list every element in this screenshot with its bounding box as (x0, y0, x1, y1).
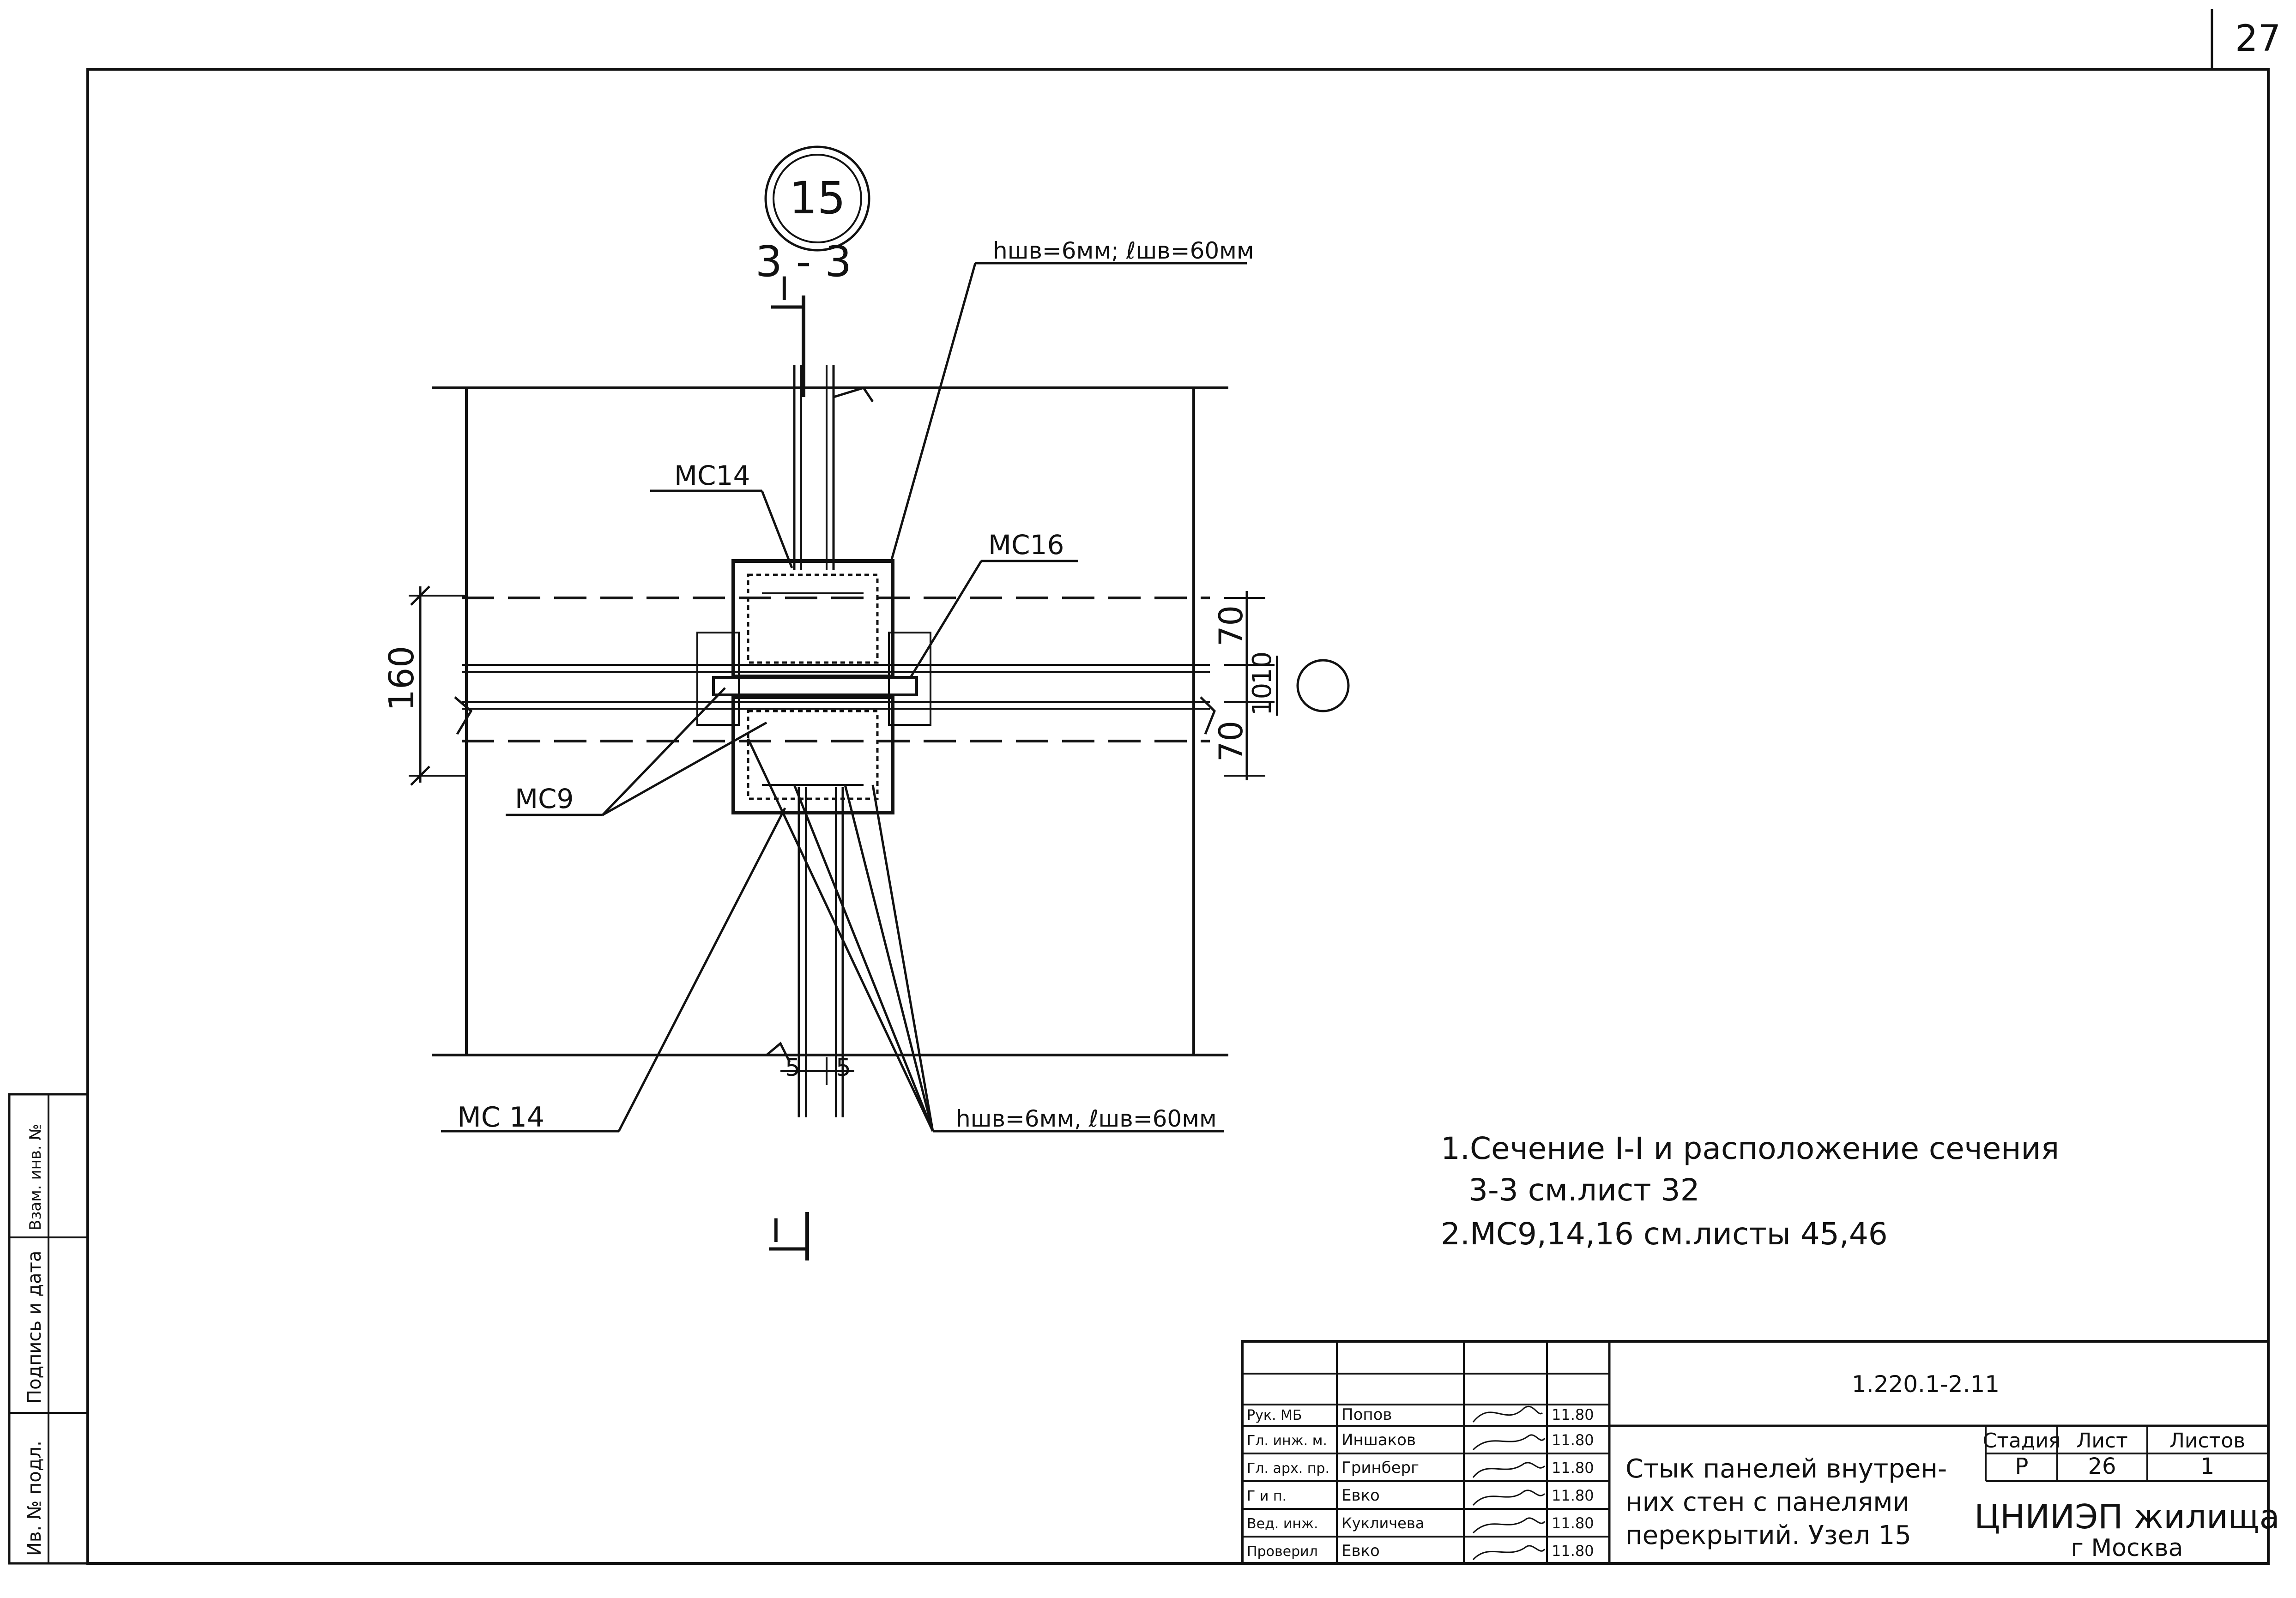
general-notes: 1.Сечение I-I и расположение сечения 3-3… (1441, 1131, 2059, 1252)
node-marker-number: 15 (789, 172, 846, 224)
document-code: 1.220.1-2.11 (1852, 1371, 2000, 1398)
embedded-part-lower (731, 695, 894, 814)
leader-lines (441, 262, 1247, 1133)
sheets-header: Листов (2169, 1429, 2245, 1453)
break-mark-left (454, 696, 473, 735)
organization-city: г Москва (2071, 1534, 2183, 1562)
row-4-role: Г и п. (1247, 1488, 1287, 1504)
stage-header: Стадия (1983, 1429, 2061, 1453)
section-cut-top: I (771, 270, 805, 397)
row-5-role: Вед. инж. (1247, 1516, 1318, 1532)
sheet-frame (86, 9, 2270, 1565)
row-3-name: Гринберг (1341, 1459, 1419, 1477)
connecting-plate (696, 632, 931, 726)
section-label: 3 - 3 (755, 237, 852, 286)
row-3-role: Гл. арх. пр. (1247, 1460, 1329, 1477)
row-2-date: 11.80 (1552, 1431, 1594, 1449)
callout-mc16: МС16 (988, 529, 1064, 561)
row-5-date: 11.80 (1552, 1514, 1594, 1532)
dimension-joint-a: 10 (1247, 651, 1277, 684)
row-4-date: 11.80 (1552, 1487, 1594, 1504)
title-block (1241, 1340, 2270, 1565)
break-mark-right (1200, 696, 1216, 735)
dimension-right: 70 10 10 70 (1212, 591, 1350, 780)
sheet-header: Лист (2076, 1429, 2128, 1453)
callout-weld-top: hшв=6мм; ℓшв=60мм (993, 237, 1254, 264)
dimension-gap-left: 5 (785, 1054, 800, 1082)
row-6-name: Евко (1341, 1542, 1380, 1560)
side-stamp: Ив. № подл. Подпись и дата Взам. инв. № (8, 1093, 89, 1565)
dimension-left: 160 (382, 585, 466, 786)
stamp-replaces-inventory: Взам. инв. № (26, 1124, 45, 1230)
signature-6 (1472, 1545, 1546, 1561)
organization-name: ЦНИИЭП жилища (1974, 1497, 2279, 1536)
row-6-role: Проверил (1247, 1544, 1318, 1560)
callout-mc9: МС9 (515, 783, 574, 814)
dimension-joint-b: 10 (1247, 683, 1277, 716)
callout-mc14-top: МС14 (674, 460, 750, 491)
node-marker: 15 (764, 145, 870, 252)
signature-rows: Рук. МБ Попов 11.80 Гл. инж. м. Иншаков … (1247, 1405, 1594, 1561)
signature-2 (1472, 1434, 1546, 1451)
row-6-date: 11.80 (1552, 1542, 1594, 1560)
stamp-signature-date: Подпись и дата (24, 1251, 45, 1404)
stamp-inventory-number: Ив. № подл. (24, 1441, 45, 1556)
wall-panel (766, 365, 874, 1117)
sheets-value: 1 (2200, 1453, 2215, 1479)
joint-section-drawing (432, 365, 1228, 1117)
stage-value: Р (2015, 1453, 2029, 1479)
embedded-part-upper (731, 559, 894, 678)
callout-weld-bottom: hшв=6мм, ℓшв=60мм (956, 1105, 1217, 1132)
dimension-lower: 70 (1212, 721, 1250, 762)
title-line-2: них стен с панелями (1625, 1487, 1909, 1517)
callout-mc14-bottom: МС 14 (457, 1101, 544, 1134)
dimension-overall: 160 (382, 646, 422, 711)
row-5-name: Кукличева (1341, 1514, 1424, 1532)
sheet-number: 27 (2235, 18, 2281, 60)
row-2-name: Иншаков (1341, 1431, 1416, 1449)
row-1-name: Попов (1341, 1405, 1392, 1424)
row-3-date: 11.80 (1552, 1459, 1594, 1477)
signature-3 (1472, 1462, 1546, 1478)
cut-mark-bottom-label: I (771, 1212, 781, 1250)
floor-slab (462, 597, 1210, 742)
dimension-bottom-gap: 5 5 (780, 1054, 854, 1085)
signature-5 (1472, 1517, 1546, 1534)
sheet-value: 26 (2088, 1453, 2116, 1479)
title-line-3: перекрытий. Узел 15 (1625, 1520, 1911, 1550)
row-1-role: Рук. МБ (1247, 1407, 1302, 1423)
signature-4 (1472, 1489, 1546, 1506)
row-2-role: Гл. инж. м. (1247, 1433, 1327, 1449)
row-4-name: Евко (1341, 1486, 1380, 1505)
title-line-1: Стык панелей внутрен- (1625, 1454, 1947, 1484)
axis-marker (1296, 659, 1350, 712)
cut-mark-top-label: I (779, 270, 789, 308)
dimension-upper: 70 (1212, 605, 1250, 646)
signature-1 (1472, 1405, 1543, 1423)
row-1-date: 11.80 (1552, 1406, 1594, 1423)
note-1: 1.Сечение I-I и расположение сечения (1441, 1131, 2059, 1166)
note-1-cont: 3-3 см.лист 32 (1468, 1172, 1700, 1208)
section-cut-bottom: I (769, 1212, 809, 1260)
dimension-gap-right: 5 (836, 1054, 851, 1082)
note-2: 2.МС9,14,16 см.листы 45,46 (1441, 1216, 1888, 1252)
